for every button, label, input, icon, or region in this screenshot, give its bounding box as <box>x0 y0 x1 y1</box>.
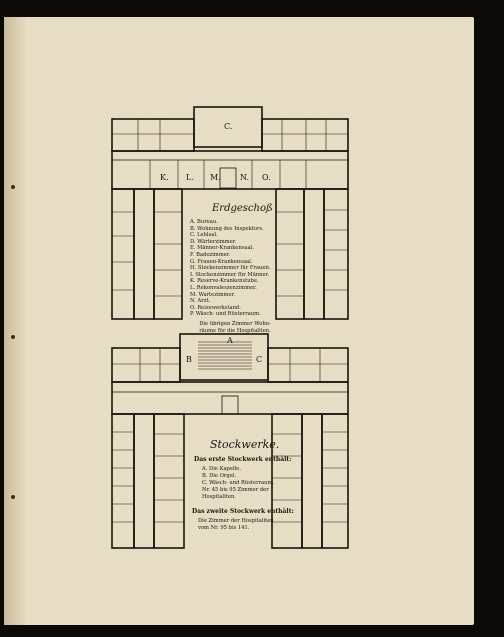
first-floor-list: A. Die Kapelle.B. Die Orgel.C. Wäsch- un… <box>202 466 274 501</box>
legend-item: A. Bureau. <box>190 219 218 225</box>
floor-item: vom Nr. 95 bis 141. <box>198 525 250 531</box>
legend-item: H. Stockenzimmer für Frauen. <box>190 265 271 272</box>
floor-item: Nr. 45 bis 95 Zimmer der <box>202 487 269 493</box>
ground-floor-note: Die übrigen Zimmer Wohn- räume für die H… <box>190 321 280 335</box>
binding-hole <box>11 335 15 339</box>
legend-item: O. Reisewerkstand. <box>190 304 241 311</box>
legend-item: E. Männer-Krankensaal. <box>190 245 254 252</box>
plan-label-l: L. <box>186 173 194 182</box>
legend-item: K. Reserve-Krankenstube. <box>190 278 259 285</box>
legend-item: I. Stockenzimmer für Männer. <box>190 271 270 278</box>
binding-hole <box>11 185 15 189</box>
page-gutter <box>4 17 28 625</box>
chapel-pews <box>198 341 252 370</box>
ground-floor-plan <box>111 106 349 320</box>
ground-floor-title: Erdgeschoß <box>212 203 273 214</box>
floor-item: C. Wäsch- und Rüsterraum. <box>202 480 275 486</box>
second-floor-heading: Das zweite Stockwerk enthält: <box>192 508 294 515</box>
upper-floors-title: Stockwerke. <box>210 438 280 451</box>
upper-floor-plan <box>111 333 349 549</box>
floor-item: Hospitaliten. <box>202 494 236 500</box>
plan-label-a: A <box>226 336 233 345</box>
plan-label-c2: C <box>256 355 262 364</box>
first-floor-heading: Das erste Stockwerk enthält: <box>194 456 292 463</box>
legend-item: N. Arzt. <box>190 298 211 305</box>
plan-label-n: N. <box>240 173 249 182</box>
plan-label-o: O. <box>262 173 271 182</box>
plan-label-b: B <box>186 355 192 364</box>
legend-item: F. Badezimmer. <box>190 251 231 258</box>
legend-item: B. Wohnung des Inspektors. <box>190 225 264 232</box>
note-line: räume für die Hospitaliten. <box>199 328 271 334</box>
floor-item: Die Zimmer der Hospitaliten <box>198 518 274 524</box>
legend-item: D. Wärterzimmer. <box>190 238 237 245</box>
binding-hole <box>11 495 15 499</box>
plan-label-m: M. <box>210 173 221 182</box>
legend-item: L. Rekonvaleszenzimmer. <box>190 284 257 291</box>
book-page <box>4 17 474 625</box>
floor-item: A. Die Kapelle. <box>202 466 241 472</box>
plan-label-c: C. <box>224 122 232 131</box>
legend-item: P. Wäsch- und Rüsterraum. <box>190 311 261 318</box>
plan-label-k: K. <box>160 173 169 182</box>
legend-item: C. Lehlsal. <box>190 232 218 239</box>
legend-item: G. Frauen-Krankensaal. <box>190 258 253 265</box>
floor-item: B. Die Orgel. <box>202 473 237 479</box>
note-line: Die übrigen Zimmer Wohn- <box>199 321 271 327</box>
legend-item: M. Wartezimmer. <box>190 291 236 298</box>
ground-floor-legend: A. Bureau.B. Wohnung des Inspektors.C. L… <box>190 219 270 318</box>
